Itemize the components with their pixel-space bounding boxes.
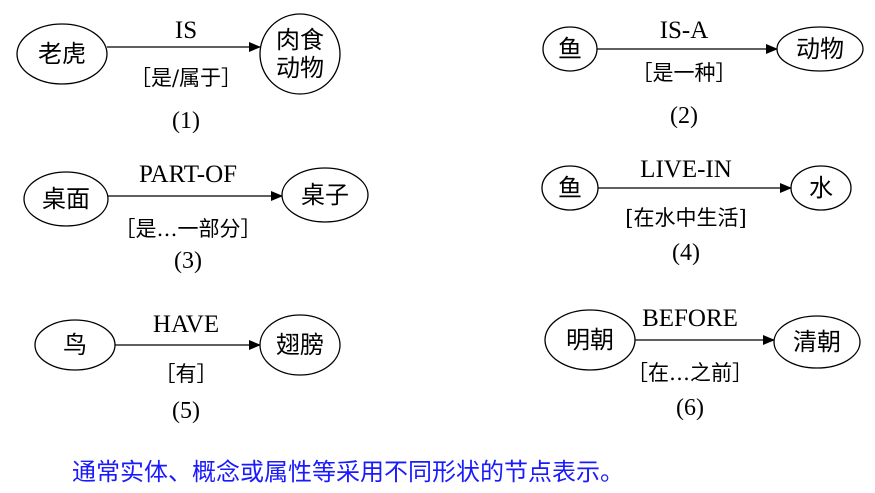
source-node-label: 桌面 <box>42 185 90 213</box>
relation-label: PART-OF <box>139 161 237 188</box>
relation-annotation: ［有］ <box>155 362 218 386</box>
source-node-label: 老虎 <box>38 40 86 68</box>
relation-label: IS-A <box>660 17 709 44</box>
target-node <box>281 167 369 223</box>
diagram-number: (6) <box>676 395 704 421</box>
source-node <box>544 309 636 371</box>
source-node <box>16 23 108 85</box>
source-node-label: 鱼 <box>558 174 582 202</box>
relation-annotation: ［是一种］ <box>632 61 737 85</box>
relation-annotation: ［是…一部分］ <box>115 217 262 241</box>
target-node-label: 肉食 <box>276 26 324 54</box>
target-node-label: 清朝 <box>793 328 841 356</box>
source-node <box>34 319 116 371</box>
diagram-number: (5) <box>172 398 200 424</box>
relation-annotation: [在水中生活] <box>625 206 746 230</box>
relation-label: LIVE-IN <box>640 156 732 183</box>
target-node <box>773 315 861 369</box>
relation-label: HAVE <box>153 311 219 338</box>
relation-annotation: ［是/属于］ <box>130 66 242 90</box>
target-node <box>259 13 341 95</box>
caption: 通常实体、概念或属性等采用不同形状的节点表示。 <box>72 458 624 486</box>
target-node-label: 动物 <box>276 54 324 82</box>
source-node-label: 鸟 <box>63 331 87 359</box>
target-node-label: 动物 <box>796 35 844 63</box>
source-node <box>23 171 109 227</box>
diagram-number: (1) <box>172 108 200 134</box>
source-node-label: 明朝 <box>566 326 614 354</box>
source-node-label: 鱼 <box>558 35 582 63</box>
target-node <box>259 314 341 376</box>
relation-label: IS <box>175 17 197 44</box>
diagram-number: (3) <box>174 248 202 274</box>
target-node-label: 桌子 <box>301 181 349 209</box>
target-node <box>776 26 864 72</box>
target-node-label: 水 <box>809 174 833 202</box>
relation-label: BEFORE <box>642 305 738 332</box>
relation-annotation: ［在…之前］ <box>627 361 753 385</box>
source-node <box>542 26 598 72</box>
target-node <box>790 165 852 211</box>
source-node <box>541 165 599 211</box>
target-node-label: 翅膀 <box>276 331 324 359</box>
diagram-number: (2) <box>670 103 698 129</box>
diagram-number: (4) <box>672 240 700 266</box>
